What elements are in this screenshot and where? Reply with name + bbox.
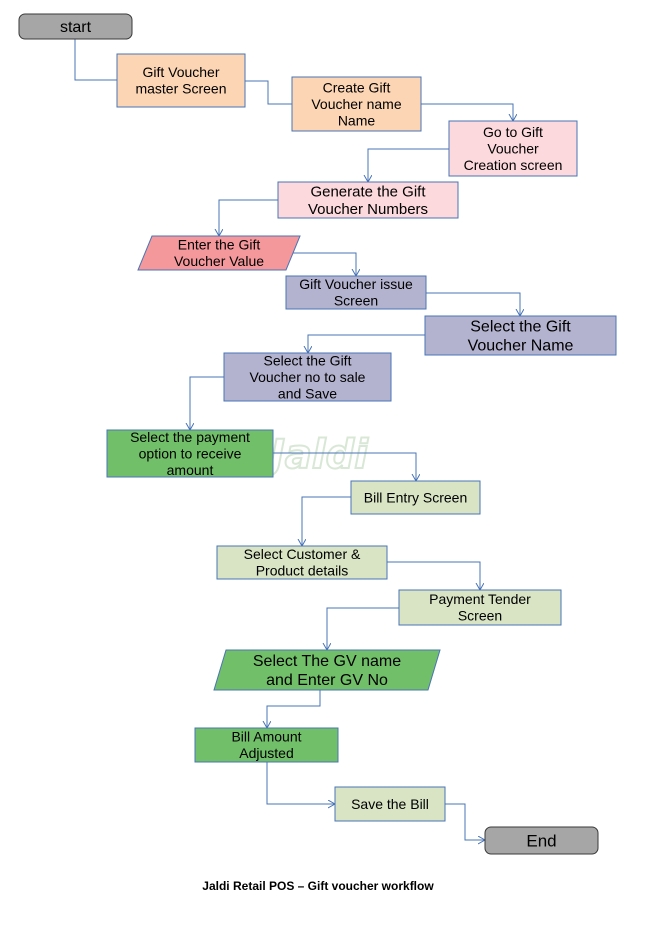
node-label-select-gift-voucher-no-line-2: and Save (278, 385, 337, 401)
node-shape-select-customer-product (216, 545, 388, 580)
node-label-generate-gift-voucher-numbers-line-0: Generate the Gift (310, 183, 426, 200)
node-shape-select-gift-voucher-no (223, 352, 392, 402)
node-start: start (18, 13, 133, 40)
node-shape-start (18, 13, 133, 40)
node-shape-select-gift-voucher-name (424, 315, 617, 356)
node-shape-bill-amount-adjusted (194, 727, 339, 763)
connector-select-name-to-voucher-no (308, 334, 425, 353)
connector-generate-to-enter (219, 199, 278, 236)
node-label-go-to-gift-voucher-creation-line-0: Go to Gift (483, 124, 543, 140)
connector-save-to-end (445, 803, 485, 840)
node-label-gift-voucher-master-screen-line-1: master Screen (135, 81, 226, 97)
node-label-bill-amount-adjusted-line-0: Bill Amount (231, 729, 301, 745)
diagram-caption: Jaldi Retail POS – Gift voucher workflow (202, 879, 434, 893)
node-label-bill-amount-adjusted-line-1: Adjusted (239, 745, 293, 761)
node-label-save-the-bill-line-0: Save the Bill (351, 796, 429, 812)
node-shape-payment-tender-screen (398, 589, 562, 626)
connector-payment-to-bill-entry (273, 452, 416, 481)
node-label-create-gift-voucher-name-line-2: Name (338, 112, 376, 128)
node-label-select-gift-voucher-name-line-0: Select the Gift (470, 319, 571, 336)
node-label-gift-voucher-master-screen-line-0: Gift Voucher (142, 64, 219, 80)
node-label-enter-gift-voucher-value-line-0: Enter the Gift (178, 237, 261, 253)
node-label-bill-entry-screen-line-0: Bill Entry Screen (364, 489, 467, 505)
node-label-generate-gift-voucher-numbers-line-1: Voucher Numbers (308, 201, 428, 218)
node-label-select-gv-name-line-0: Select The GV name (253, 653, 401, 670)
node-label-gift-voucher-issue-screen-line-0: Gift Voucher issue (299, 276, 413, 292)
node-shape-go-to-gift-voucher-creation (448, 120, 578, 177)
node-label-go-to-gift-voucher-creation-line-2: Creation screen (464, 157, 563, 173)
connector-bill-entry-to-customer (302, 496, 351, 546)
node-label-payment-tender-screen-line-1: Screen (458, 608, 502, 624)
node-label-create-gift-voucher-name-line-0: Create Gift (323, 79, 391, 95)
node-save-the-bill: Save the Bill (334, 786, 446, 822)
node-label-select-customer-product-line-0: Select Customer & (244, 546, 361, 562)
connector-master-to-create (245, 80, 292, 105)
connector-goto-to-generate (368, 148, 449, 182)
watermark-logo: Jaldi (263, 432, 369, 478)
node-shape-bill-entry-screen (350, 480, 481, 515)
connector-create-to-goto (421, 103, 513, 121)
node-label-select-customer-product-line-1: Product details (256, 563, 349, 579)
node-shape-save-the-bill (334, 786, 446, 822)
connector-enter-to-issue (293, 252, 356, 276)
node-shape-gift-voucher-issue-screen (285, 275, 427, 310)
node-label-select-payment-option-line-2: amount (167, 462, 214, 478)
connector-tender-to-gv-name (327, 607, 399, 650)
node-label-select-payment-option-line-0: Select the payment (130, 429, 250, 445)
node-shape-enter-gift-voucher-value (137, 235, 301, 271)
node-select-customer-product: Select Customer &Product details (216, 545, 388, 580)
node-label-end-line-0: End (526, 831, 556, 850)
node-shape-select-gv-name (213, 649, 441, 691)
node-label-create-gift-voucher-name-line-1: Voucher name (311, 96, 401, 112)
node-shape-generate-gift-voucher-numbers (277, 181, 459, 219)
connector-voucher-no-to-payment (190, 376, 224, 430)
node-shape-gift-voucher-master-screen (116, 53, 246, 108)
connector-issue-to-select-name (426, 292, 520, 316)
connector-bill-amount-to-save (266, 762, 335, 804)
node-label-gift-voucher-issue-screen-line-1: Screen (334, 293, 378, 309)
node-label-select-gift-voucher-no-line-0: Select the Gift (264, 352, 352, 368)
connector-start-to-master (74, 39, 117, 81)
node-shape-create-gift-voucher-name (291, 76, 422, 132)
connector-gv-name-to-bill-amount (267, 690, 321, 728)
node-label-select-gift-voucher-name-line-1: Voucher Name (468, 338, 574, 355)
connector-customer-to-tender (387, 561, 480, 590)
node-label-select-gift-voucher-no-line-1: Voucher no to sale (250, 369, 366, 385)
node-label-select-payment-option-line-1: option to receive (139, 445, 242, 461)
node-label-payment-tender-screen-line-0: Payment Tender (429, 591, 531, 607)
node-label-go-to-gift-voucher-creation-line-1: Voucher (487, 140, 539, 156)
node-label-start-line-0: start (60, 19, 92, 36)
node-label-enter-gift-voucher-value-line-1: Voucher Value (174, 253, 264, 269)
node-end: End (484, 826, 599, 855)
node-label-select-gv-name-line-1: and Enter GV No (266, 672, 388, 689)
node-select-gv-name: Select The GV name and Enter GV No (213, 649, 441, 691)
node-bill-entry-screen: Bill Entry Screen (350, 480, 481, 515)
node-shape-select-payment-option (106, 429, 274, 478)
node-shape-end (484, 826, 599, 855)
